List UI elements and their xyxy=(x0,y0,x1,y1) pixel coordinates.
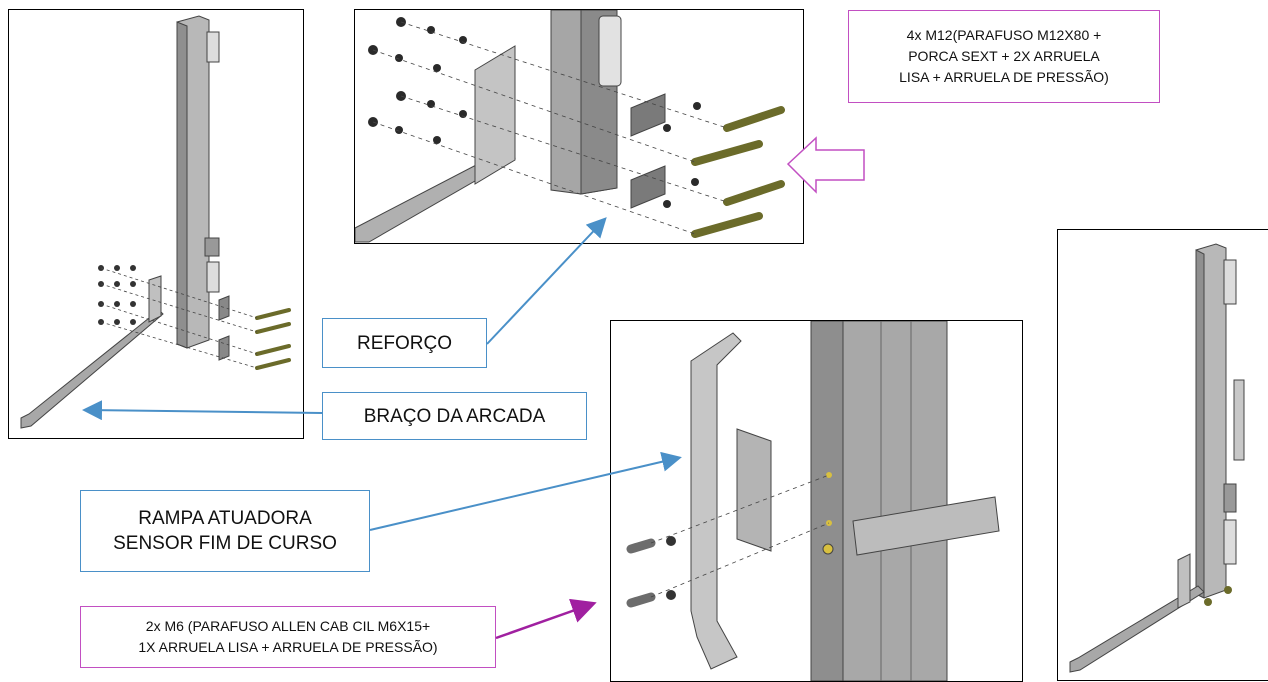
m6-arrow xyxy=(495,598,597,640)
assembly-overview-drawing xyxy=(20,15,291,429)
m6-bolt-kit-text: 2x M6 (PARAFUSO ALLEN CAB CIL M6X15+ 1X … xyxy=(138,618,438,655)
ramp-detail-drawing xyxy=(626,321,1000,681)
braco-text: BRAÇO DA ARCADA xyxy=(363,405,546,427)
reforco-text: REFORÇO xyxy=(357,332,452,354)
rampa-text: RAMPA ATUADORA SENSOR FIM DE CURSO xyxy=(113,508,337,554)
rampa-label: RAMPA ATUADORA SENSOR FIM DE CURSO xyxy=(80,490,370,572)
braco-label: BRAÇO DA ARCADA xyxy=(322,392,587,440)
ramp-detail-panel xyxy=(610,320,1023,682)
m12-bolt-kit-text: 4x M12(PARAFUSO M12X80 + PORCA SEXT + 2X… xyxy=(899,27,1109,85)
reinforcement-detail-panel xyxy=(354,9,804,244)
reinforcement-detail-drawing xyxy=(355,10,785,243)
assembled-view-drawing xyxy=(1069,243,1245,673)
assembled-view-panel xyxy=(1057,229,1268,681)
reforco-label: REFORÇO xyxy=(322,318,487,368)
assembly-overview-panel xyxy=(8,9,304,439)
m6-bolt-kit-label: 2x M6 (PARAFUSO ALLEN CAB CIL M6X15+ 1X … xyxy=(80,606,496,668)
m12-bolt-kit-label: 4x M12(PARAFUSO M12X80 + PORCA SEXT + 2X… xyxy=(848,10,1160,103)
